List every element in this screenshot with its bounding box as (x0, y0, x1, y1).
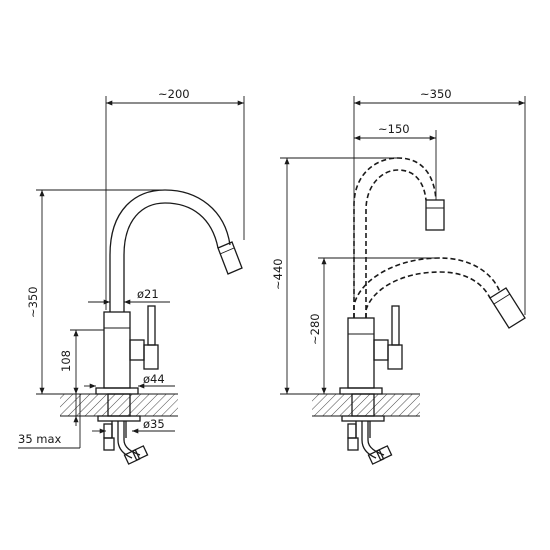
dim-label-35max: 35 max (18, 432, 62, 446)
left-spout (109, 189, 231, 312)
dim-label-r350: ~350 (420, 87, 452, 101)
dim-label-d21: ø21 (137, 287, 159, 301)
dim-label-200: ~200 (158, 87, 190, 101)
left-faucet-body (103, 311, 131, 389)
dim-label-d35: ø35 (143, 417, 165, 431)
left-nozzle (217, 241, 243, 275)
right-countertop (312, 394, 420, 416)
right-spout-lowered-position (353, 257, 526, 329)
left-countertop (60, 394, 178, 416)
right-faucet-view: ~350 ~150 ~440 ~280 (271, 87, 526, 465)
dim-label-r280: ~280 (308, 313, 322, 345)
right-faucet-body (347, 317, 375, 389)
left-lever-handle (129, 305, 159, 370)
dim-label-r150: ~150 (378, 122, 410, 136)
left-fixing-hardware (97, 393, 149, 465)
right-fixing-hardware (341, 393, 393, 465)
left-faucet-view: ~200 ~350 108 ø21 ø44 ø35 35 max (18, 87, 245, 465)
right-spout-raised-position (353, 157, 445, 318)
right-lever-handle (373, 305, 403, 370)
dim-label-r440: ~440 (271, 258, 285, 290)
dim-label-d44: ø44 (143, 372, 165, 386)
dim-label-108: 108 (59, 350, 73, 372)
dim-label-350: ~350 (26, 286, 40, 318)
